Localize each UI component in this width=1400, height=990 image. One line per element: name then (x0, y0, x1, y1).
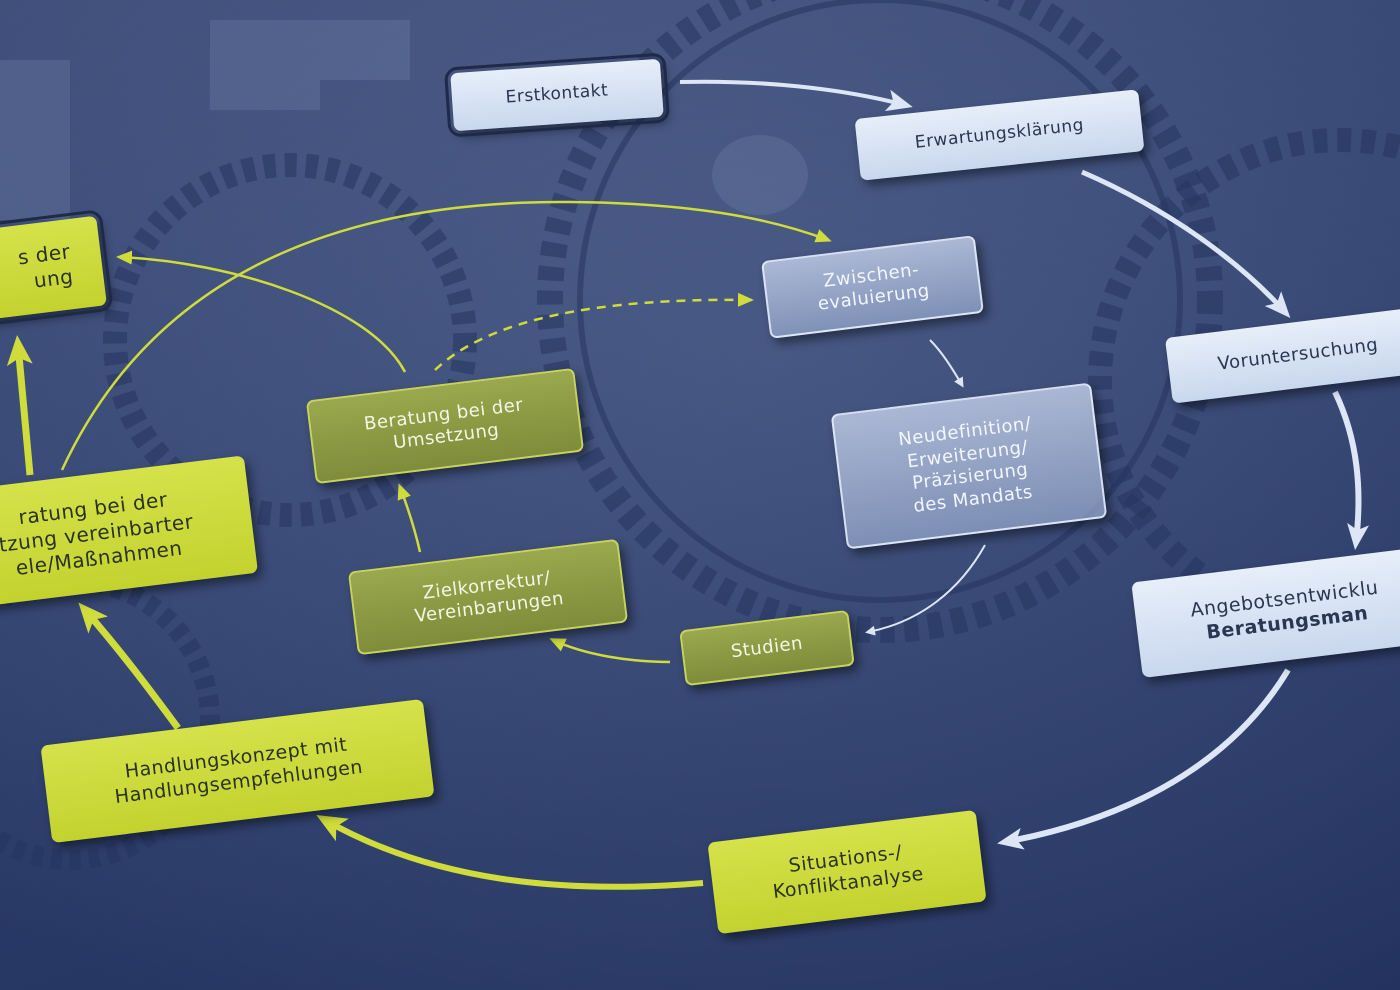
node-label: Erwartungsklärung (913, 115, 1085, 154)
arrow-vorunters-to-angebot (1332, 390, 1369, 550)
arrow-handlungskonzept-to-beratung (78, 602, 181, 731)
arrow-angebot-to-situation (997, 668, 1291, 850)
node-label: Studien (729, 632, 805, 663)
node-evaluierung[interactable]: s der ung (0, 208, 114, 330)
node-label: Erstkontakt (504, 80, 609, 108)
arrow-situation-to-handlungskonzept (316, 815, 704, 890)
arrow-beratung-to-evaluierung (6, 335, 34, 476)
arrow-erwartung-to-vorunters (1081, 169, 1291, 318)
arrow-beratung-to-zwischen (60, 200, 832, 471)
arrow-neudef-to-studien (865, 544, 986, 636)
arrow-umsetzung-to-zwischen-dashed (434, 292, 754, 371)
arrow-umsetzung-to-evaluierung (116, 250, 407, 373)
arrow-erstkontakt-to-erwartung (679, 79, 913, 112)
node-label: Voruntersuchung (1216, 333, 1380, 375)
arrow-studien-to-zielkorrektur (549, 638, 671, 664)
node-label: ung (32, 264, 75, 293)
arrow-zielkorrektur-to-umsetzung (397, 483, 422, 553)
arrow-zwischen-to-neudef (929, 339, 964, 388)
